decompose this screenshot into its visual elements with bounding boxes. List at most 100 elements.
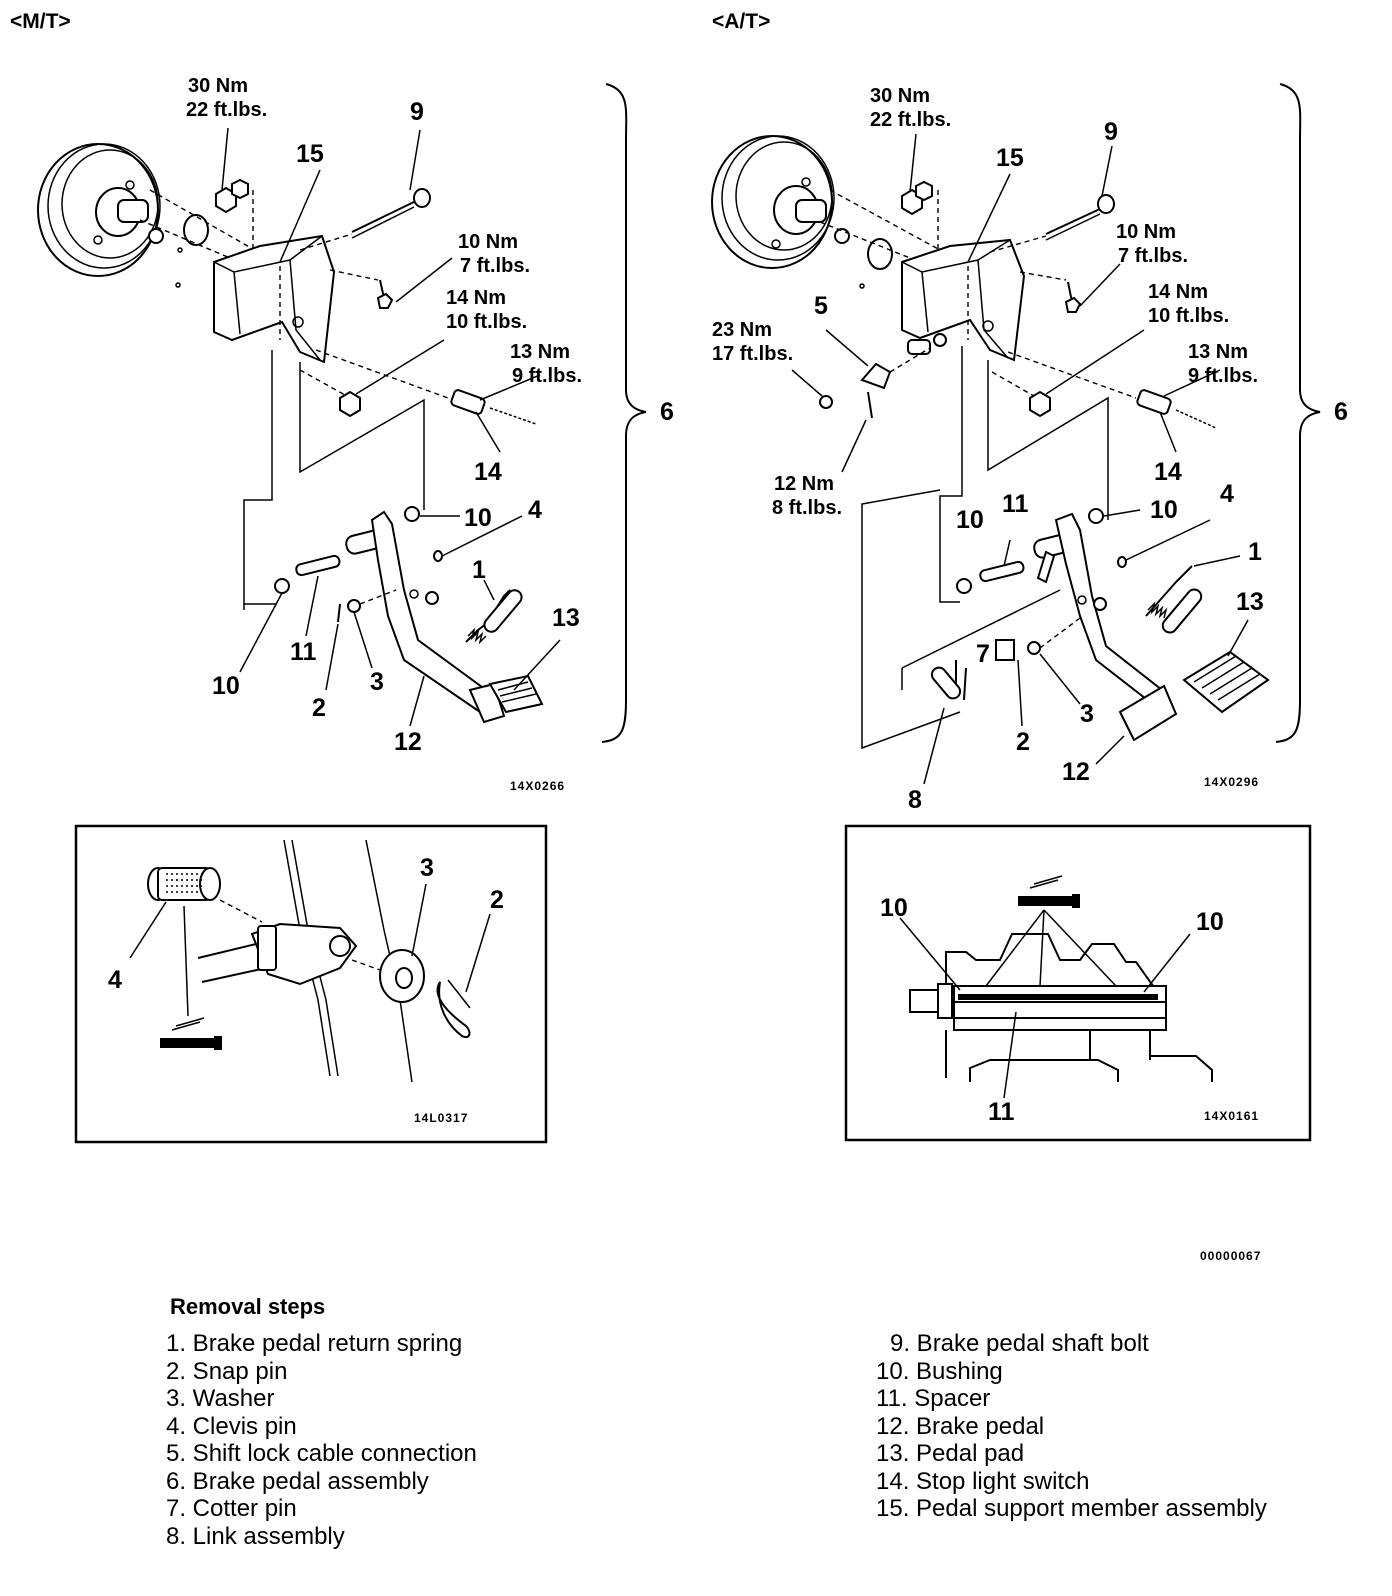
- legend-item: 2. Snap pin: [166, 1357, 288, 1385]
- at-label-15: 15: [996, 144, 1024, 172]
- detail-box-bushing: 10 10 11 14X0161: [844, 824, 1312, 1142]
- at-label-8: 8: [908, 786, 922, 814]
- mt-header: <M/T>: [10, 10, 71, 33]
- mt-torque-10-ftlbs: 7 ft.lbs.: [460, 255, 530, 277]
- mt-label-13: 13: [552, 604, 580, 632]
- at-brake-booster: [711, 135, 850, 269]
- at-shift-lock-cable: [791, 329, 931, 473]
- mt-label-4: 4: [528, 496, 542, 524]
- legend-item: 9. Brake pedal shaft bolt: [890, 1330, 1149, 1357]
- at-label-4: 4: [1220, 480, 1234, 508]
- at-label-13: 13: [1236, 588, 1264, 616]
- at-stop-light-switch: [1007, 351, 1221, 453]
- mt-exploded-view: 30 Nm 22 ft.lbs. 9 15 10 Nm 7 ft.lbs. 14…: [37, 75, 674, 793]
- detail-right-label-10b: 10: [1196, 908, 1224, 936]
- mt-label-9: 9: [410, 98, 424, 126]
- legend-item: 5. Shift lock cable connection: [166, 1440, 477, 1467]
- mt-pedal-parts: [239, 506, 561, 727]
- mt-brake-booster: [37, 143, 164, 277]
- grease-icon: [160, 1017, 222, 1050]
- legend-right-column: 9. Brake pedal shaft bolt 10. Bushing 11…: [876, 1330, 1267, 1523]
- mt-assembly-brace: [601, 83, 647, 743]
- detail-left-code: 14L0317: [414, 1111, 468, 1125]
- mt-torque-30-nm: 30 Nm: [188, 75, 248, 97]
- at-torque-10-nm: 10 Nm: [1116, 221, 1176, 243]
- detail-left-label-4: 4: [108, 966, 122, 994]
- legend-item: 14. Stop light switch: [876, 1467, 1090, 1495]
- detail-left-label-3: 3: [420, 854, 434, 882]
- at-torque-30-nm: 30 Nm: [870, 85, 930, 107]
- detail-right-label-11: 11: [988, 1098, 1015, 1126]
- at-torque-13-ftlbs: 9 ft.lbs.: [1188, 365, 1258, 387]
- mt-label-2: 2: [312, 694, 326, 722]
- mt-stop-light-switch: [315, 349, 541, 453]
- mt-torque-14-nm: 14 Nm: [446, 287, 506, 309]
- legend-item: 3. Washer: [166, 1385, 275, 1412]
- at-assembly-brace: [1275, 83, 1321, 743]
- mt-torque-14-ftlbs: 10 ft.lbs.: [446, 311, 527, 333]
- at-torque-14-ftlbs: 10 ft.lbs.: [1148, 305, 1229, 327]
- mt-torque-13-nm: 13 Nm: [510, 341, 570, 363]
- mt-shaft-bolt: [351, 188, 431, 239]
- mt-figure-code: 14X0266: [510, 779, 565, 793]
- mt-label-11: 11: [290, 638, 317, 666]
- at-header: <A/T>: [712, 10, 770, 33]
- at-torque-13-nm: 13 Nm: [1188, 341, 1248, 363]
- mt-torque-10-nm: 10 Nm: [458, 231, 518, 253]
- mt-label-6: 6: [660, 398, 674, 426]
- mt-label-1: 1: [472, 556, 486, 584]
- legend-item: 12. Brake pedal: [876, 1412, 1045, 1440]
- legend-title: Removal steps: [170, 1294, 326, 1319]
- mt-label-15: 15: [296, 140, 324, 168]
- legend-left-column: 1. Brake pedal return spring 2. Snap pin…: [166, 1330, 477, 1550]
- mt-pedal-support-member: [213, 234, 336, 364]
- detail-right-label-10a: 10: [880, 894, 908, 922]
- at-pedal-parts: [923, 508, 1270, 785]
- at-label-14: 14: [1154, 458, 1182, 486]
- at-pedal-support-member: [901, 238, 1026, 362]
- at-label-6: 6: [1334, 398, 1348, 426]
- at-torque-12-ftlbs: 8 ft.lbs.: [772, 497, 842, 519]
- at-exploded-view: 30 Nm 22 ft.lbs. 9 15 10 Nm 7 ft.lbs. 14…: [711, 83, 1348, 814]
- legend-item: 11. Spacer: [876, 1385, 991, 1412]
- mt-label-3: 3: [370, 668, 384, 696]
- at-torque-12-nm: 12 Nm: [774, 473, 834, 495]
- legend-item: 6. Brake pedal assembly: [166, 1467, 429, 1495]
- mt-label-10a: 10: [464, 504, 492, 532]
- grease-icon: [1018, 875, 1080, 908]
- at-torque-10-ftlbs: 7 ft.lbs.: [1118, 245, 1188, 267]
- legend-item: 15. Pedal support member assembly: [876, 1495, 1267, 1522]
- at-torque-30-ftlbs: 22 ft.lbs.: [870, 109, 951, 131]
- figure-code: 00000067: [1200, 1249, 1261, 1263]
- detail-left-label-2: 2: [490, 886, 504, 914]
- legend-item: 1. Brake pedal return spring: [166, 1330, 463, 1357]
- legend-item: 10. Bushing: [876, 1357, 1003, 1385]
- at-figure-code: 14X0296: [1204, 775, 1259, 789]
- mt-torque-30-ftlbs: 22 ft.lbs.: [186, 99, 267, 121]
- at-shaft-bolt: [1045, 194, 1115, 241]
- legend-item: 8. Link assembly: [166, 1522, 345, 1550]
- legend-item: 13. Pedal pad: [876, 1440, 1025, 1467]
- at-torque-23-ftlbs: 17 ft.lbs.: [712, 343, 793, 365]
- at-torque-23-nm: 23 Nm: [712, 319, 772, 341]
- detail-box-clevis: 3 2 4 14L0317: [74, 824, 548, 1144]
- legend-item: 4. Clevis pin: [166, 1412, 297, 1440]
- detail-right-code: 14X0161: [1204, 1109, 1259, 1123]
- at-label-7: 7: [976, 640, 990, 668]
- mt-label-14: 14: [474, 458, 502, 486]
- at-torque-14-nm: 14 Nm: [1148, 281, 1208, 303]
- at-label-10a: 10: [1150, 496, 1178, 524]
- at-label-3: 3: [1080, 700, 1094, 728]
- legend-item: 7. Cotter pin: [166, 1495, 297, 1522]
- mt-torque-13-ftlbs: 9 ft.lbs.: [512, 365, 582, 387]
- at-label-10b: 10: [956, 506, 984, 534]
- mt-label-12: 12: [394, 728, 422, 756]
- at-label-11: 11: [1002, 490, 1029, 518]
- at-label-5: 5: [814, 292, 828, 320]
- at-label-1: 1: [1248, 538, 1262, 566]
- mt-label-10b: 10: [212, 672, 240, 700]
- at-label-9: 9: [1104, 118, 1118, 146]
- at-label-2: 2: [1016, 728, 1030, 756]
- at-label-12: 12: [1062, 758, 1090, 786]
